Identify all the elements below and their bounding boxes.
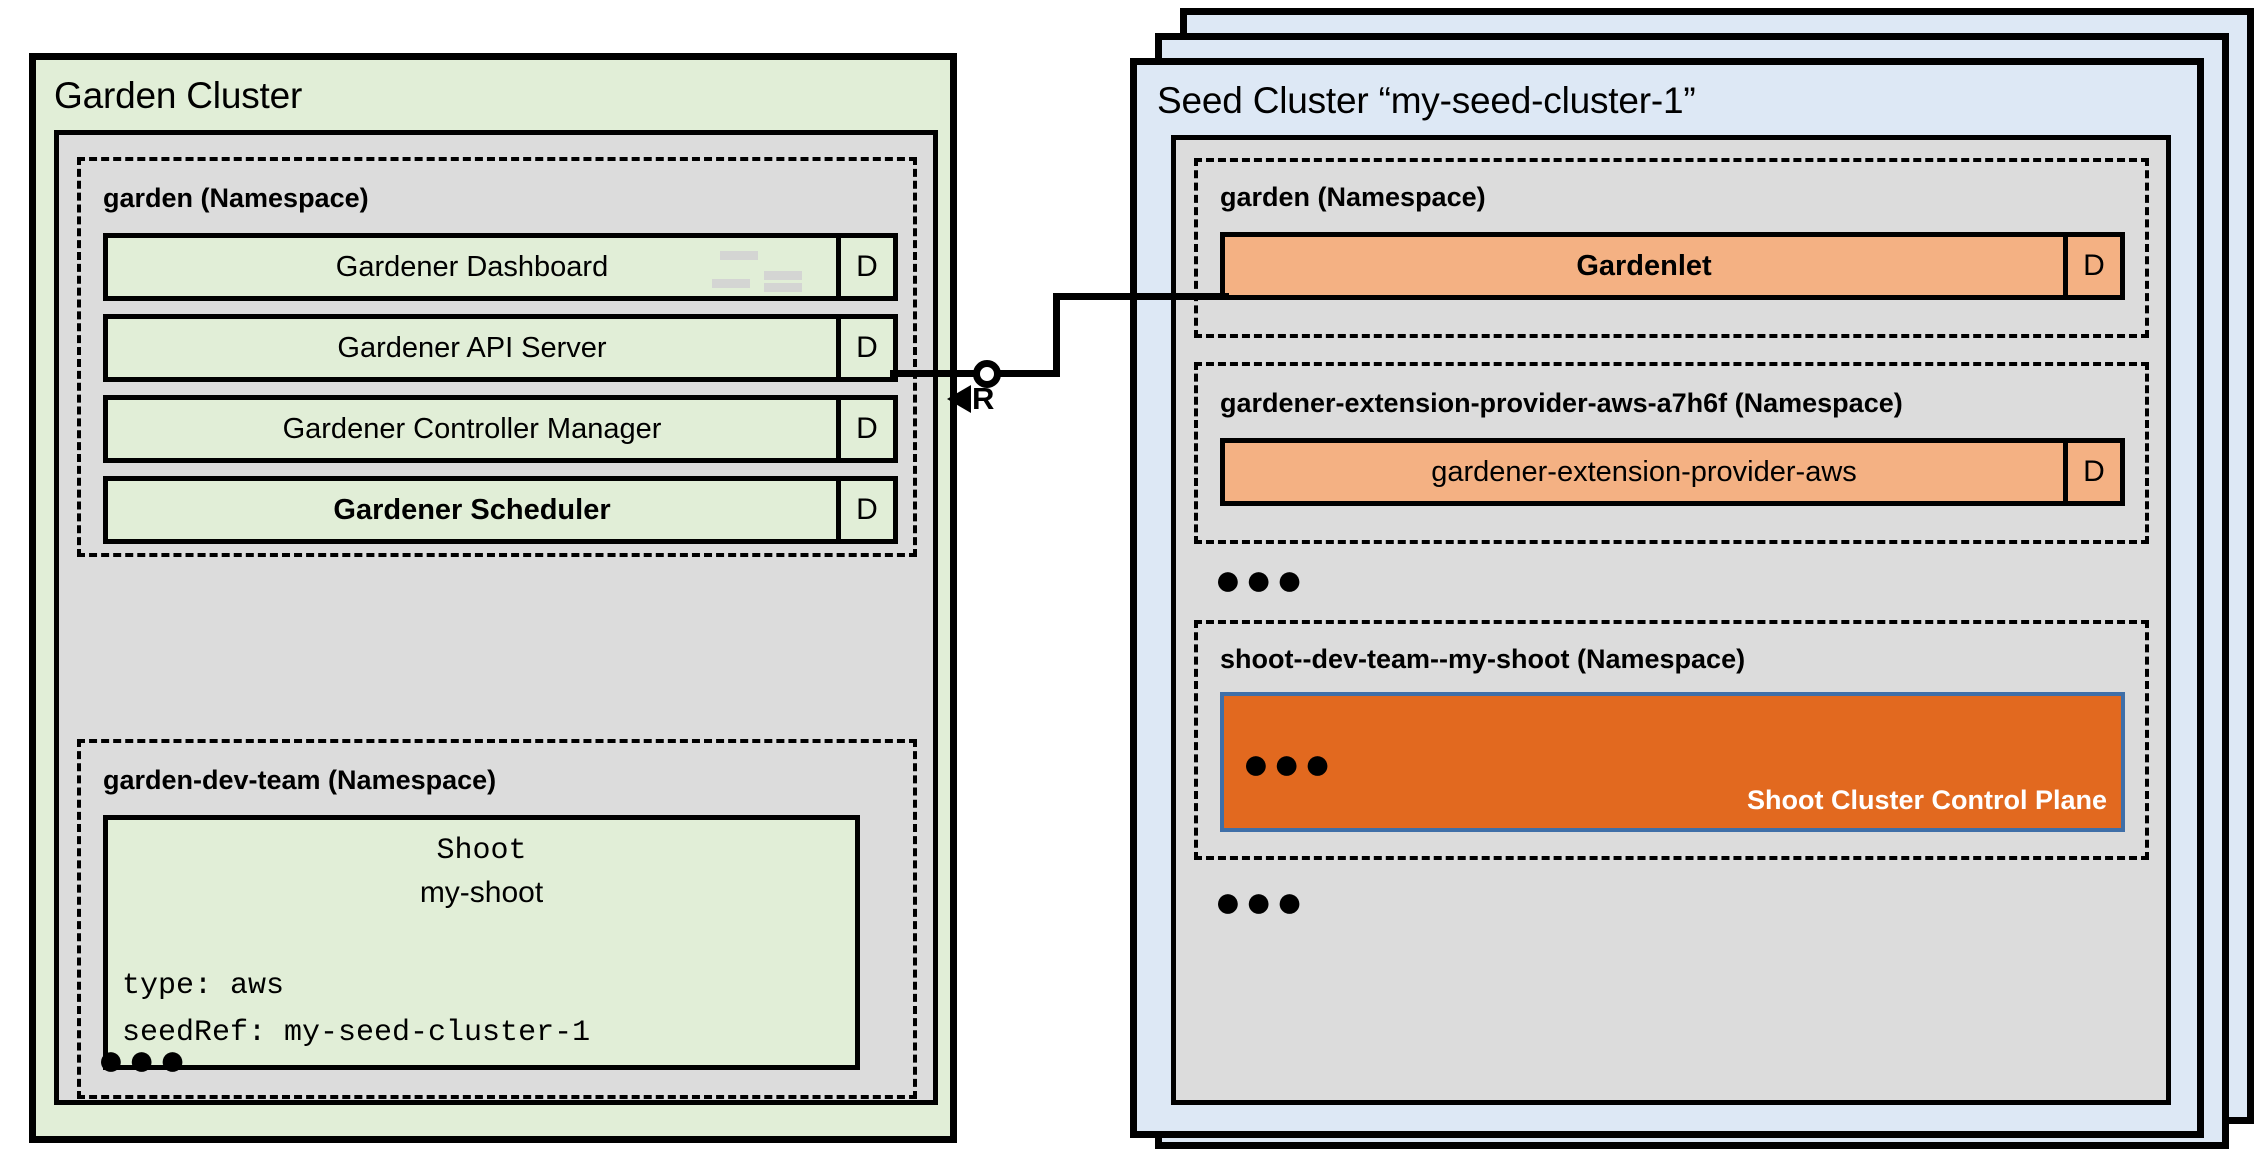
namespace-garden-dev-team: garden-dev-team (Namespace) Shoot my-sho… [77,739,917,1099]
component-gardenlet-body: Gardenlet [1225,237,2063,295]
garden-cluster-more-indicator: ●●● [97,1033,190,1085]
render-artifact-mark [764,283,802,292]
component-gardener-dashboard[interactable]: Gardener Dashboard D [103,233,898,301]
seed-cluster-more-indicator-bottom: ●●● [1214,875,1307,927]
seed-namespace-garden: garden (Namespace) Gardenlet D [1194,158,2149,338]
component-gardener-api-server[interactable]: Gardener API Server D [103,314,898,382]
component-gardener-scheduler[interactable]: Gardener Scheduler D [103,476,898,544]
garden-cluster-title: Garden Cluster [54,75,303,116]
component-gardener-scheduler-body: Gardener Scheduler [108,481,836,539]
component-gardener-extension-provider-aws-body: gardener-extension-provider-aws [1225,443,2063,501]
component-gardener-controller-manager-deployment-badge: D [836,400,893,458]
shoot-resource-name: my-shoot [419,876,544,909]
component-gardener-extension-provider-aws[interactable]: gardener-extension-provider-aws D [1220,438,2125,506]
shoot-resource-spec-type: type: aws [122,969,285,1003]
shoot-resource-card[interactable]: Shoot my-shoot type: aws seedRef: my-see… [103,815,860,1070]
connector-segment-horizontal-right [1053,293,1229,300]
component-gardener-dashboard-deployment-badge: D [836,238,893,296]
component-gardener-scheduler-label: Gardener Scheduler [333,493,611,526]
namespace-garden-label: garden (Namespace) [103,183,369,213]
component-gardenlet-deployment-badge: D [2063,237,2120,295]
namespace-garden-dev-team-label: garden-dev-team (Namespace) [103,765,497,795]
component-gardenlet-label: Gardenlet [1576,249,1712,282]
seed-namespace-shoot-dev-team-my-shoot-label: shoot--dev-team--my-shoot (Namespace) [1220,644,1746,674]
component-gardener-scheduler-deployment-badge: D [836,481,893,539]
shoot-cluster-control-plane[interactable]: ●●● Shoot Cluster Control Plane [1220,692,2125,832]
connector-label-r: R [972,381,995,416]
connector-segment-horizontal-left [890,370,994,377]
garden-cluster: Garden Cluster garden (Namespace) Garden… [29,53,957,1143]
component-gardener-dashboard-label: Gardener Dashboard [335,250,609,283]
seed-cluster-kubernetes-plane: garden (Namespace) Gardenlet D gardener-… [1171,135,2171,1105]
shoot-resource-spec-seedref: seedRef: my-seed-cluster-1 [122,1015,591,1050]
component-gardener-controller-manager[interactable]: Gardener Controller Manager D [103,395,898,463]
connector-segment-vertical [1053,293,1060,377]
component-gardener-dashboard-body: Gardener Dashboard [108,238,836,296]
seed-namespace-shoot-dev-team-my-shoot: shoot--dev-team--my-shoot (Namespace) ●●… [1194,620,2149,860]
component-gardener-extension-provider-aws-deployment-badge: D [2063,443,2120,501]
render-artifact-mark [720,251,758,260]
seed-namespace-extension-provider-aws: gardener-extension-provider-aws-a7h6f (N… [1194,362,2149,544]
component-gardener-controller-manager-label: Gardener Controller Manager [282,412,662,445]
shoot-resource-kind: Shoot [436,834,527,868]
namespace-garden: garden (Namespace) Gardener Dashboard D … [77,157,917,557]
seed-cluster-title: Seed Cluster “my-seed-cluster-1” [1157,80,1696,121]
connector-arrowhead-icon [947,385,971,413]
seed-namespace-garden-label: garden (Namespace) [1220,182,1486,212]
render-artifact-mark [764,271,802,280]
component-gardener-api-server-deployment-badge: D [836,319,893,377]
shoot-cluster-control-plane-label: Shoot Cluster Control Plane [1746,785,2107,815]
connector-segment-horizontal-mid [1000,370,1060,377]
connector-socket-icon [973,360,1001,388]
component-gardener-extension-provider-aws-label: gardener-extension-provider-aws [1431,455,1857,488]
component-gardener-api-server-body: Gardener API Server [108,319,836,377]
shoot-cluster-control-plane-more-indicator: ●●● [1242,737,1335,789]
seed-cluster: Seed Cluster “my-seed-cluster-1” garden … [1130,58,2204,1138]
seed-namespace-extension-provider-aws-label: gardener-extension-provider-aws-a7h6f (N… [1220,388,1903,418]
component-gardener-api-server-label: Gardener API Server [337,331,607,364]
render-artifact-mark [712,279,750,288]
component-gardener-controller-manager-body: Gardener Controller Manager [108,400,836,458]
seed-cluster-more-indicator-middle: ●●● [1214,553,1307,605]
garden-cluster-kubernetes-plane: garden (Namespace) Gardener Dashboard D … [54,130,938,1105]
component-gardenlet[interactable]: Gardenlet D [1220,232,2125,300]
